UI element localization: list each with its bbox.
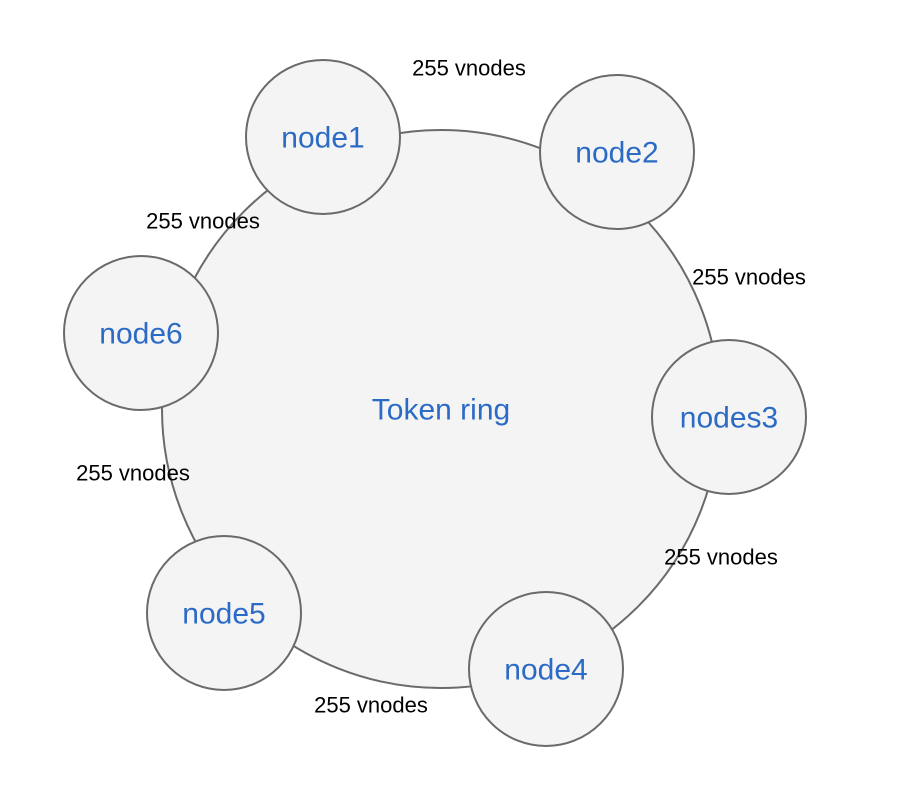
segment-label-node2-node3: 255 vnodes xyxy=(692,265,806,290)
node-3: nodes3 xyxy=(651,339,807,495)
token-ring-label: Token ring xyxy=(372,394,510,427)
segment-label-node4-node5: 255 vnodes xyxy=(314,693,428,718)
node-4-label: node4 xyxy=(504,654,587,687)
node-2: node2 xyxy=(539,74,695,230)
node-3-label: nodes3 xyxy=(680,402,778,435)
node-5-label: node5 xyxy=(182,598,265,631)
node-4: node4 xyxy=(468,591,624,747)
node-6-circle xyxy=(63,255,219,411)
node-6: node6 xyxy=(63,255,219,411)
node-6-label: node6 xyxy=(99,318,182,351)
node-2-label: node2 xyxy=(575,137,658,170)
node-3-circle xyxy=(651,339,807,495)
segment-label-node5-node6: 255 vnodes xyxy=(76,461,190,486)
node-1: node1 xyxy=(245,59,401,215)
node-1-circle xyxy=(245,59,401,215)
node-2-circle xyxy=(539,74,695,230)
node-1-label: node1 xyxy=(281,122,364,155)
segment-label-node6-node1: 255 vnodes xyxy=(146,209,260,234)
node-5-circle xyxy=(146,535,302,691)
node-4-circle xyxy=(468,591,624,747)
node-5: node5 xyxy=(146,535,302,691)
segment-label-node1-node2: 255 vnodes xyxy=(412,56,526,81)
segment-label-node3-node4: 255 vnodes xyxy=(664,545,778,570)
